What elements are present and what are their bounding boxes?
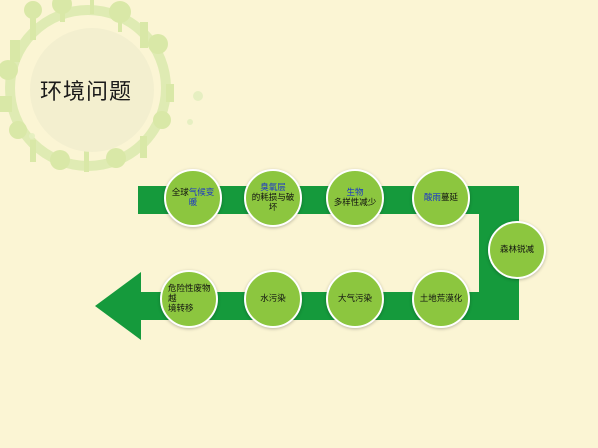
issue-text: 蔓延 [441, 193, 459, 203]
issue-hazardous-waste-transfer: 危险性废物越 境转移 [160, 270, 218, 328]
issue-link-text[interactable]: 酸雨 [423, 193, 441, 203]
issue-link-text[interactable]: 气候变暖 [188, 188, 215, 208]
issue-biodiversity-loss: 生物 多样性减少 [326, 169, 384, 227]
issue-link-text[interactable]: 生物 [346, 188, 364, 198]
issue-water-pollution: 水污染 [244, 270, 302, 328]
issue-air-pollution: 大气污染 [326, 270, 384, 328]
eco-silhouette-icon [0, 0, 174, 172]
page-title: 环境问题 [40, 80, 133, 105]
issue-text: 土地荒漠化 [419, 294, 463, 304]
arrow-head [95, 272, 141, 340]
issue-global-warming: 全球气候变暖 [164, 169, 222, 227]
issue-desertification: 土地荒漠化 [412, 270, 470, 328]
issue-text: 大气污染 [337, 294, 372, 304]
issue-text: 多样性减少 [333, 198, 377, 208]
bubble-decoration-icon [29, 91, 203, 139]
issue-deforestation: 森林锐减 [488, 221, 546, 279]
issue-acid-rain: 酸雨蔓延 [412, 169, 470, 227]
issue-ozone-depletion: 臭氧层 的耗损与破坏 [244, 169, 302, 227]
title-backdrop-circle [30, 28, 154, 152]
issue-text: 森林锐减 [499, 245, 534, 255]
issue-text: 全球 [171, 188, 189, 198]
issue-text: 危险性废物越 [168, 284, 211, 304]
issue-link-text[interactable]: 臭氧层 [260, 183, 286, 193]
issue-text: 境转移 [168, 304, 194, 314]
issue-text: 的耗损与破坏 [251, 193, 295, 213]
issue-text: 水污染 [260, 294, 286, 304]
